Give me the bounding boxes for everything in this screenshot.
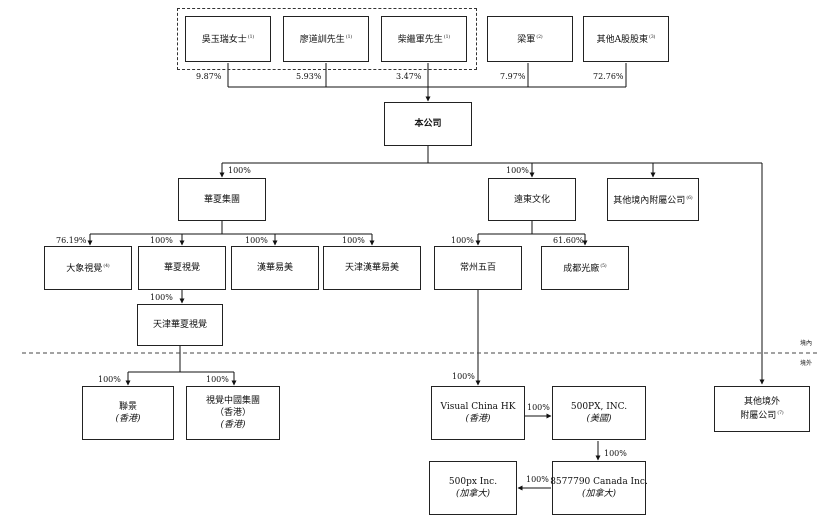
pct-wu-yurui: 9.87% <box>196 72 222 81</box>
shareholder-liang-jun: 梁軍(2) <box>487 16 573 62</box>
shareholder-liao-daoxun: 廖道訓先生(1) <box>283 16 369 62</box>
pct-vc-hk: 100% <box>452 372 475 381</box>
changzhou-wubai-box: 常州五百 <box>434 246 522 290</box>
pct-500px-canada: 100% <box>526 475 549 484</box>
yuandong-culture-box: 遠東文化 <box>488 178 576 221</box>
pct-chengdu: 61.60% <box>553 236 584 245</box>
pct-huaxia-vision: 100% <box>150 236 173 245</box>
8577790-canada-box: 8577790 Canada Inc. (加拿大) <box>550 461 648 515</box>
pct-hanhua: 100% <box>245 236 268 245</box>
huaxia-group-box: 華夏集團 <box>178 178 266 221</box>
other-overseas-subsidiaries-box: 其他境外 附屬公司(7) <box>714 386 810 432</box>
daxiang-vision-box: 大象視覺(4) <box>44 246 132 290</box>
tianjin-huaxia-vision-box: 天津華夏視覺 <box>137 304 223 346</box>
chengdu-guangchang-box: 成都光廠(5) <box>541 246 629 290</box>
pct-lianjing: 100% <box>98 375 121 384</box>
zone-label-overseas: 境外 <box>800 360 813 367</box>
500px-canada-box: 500px Inc. (加拿大) <box>429 461 517 515</box>
pct-vcg-china: 100% <box>206 375 229 384</box>
lianjing-hk-box: 聯景 (香港) <box>82 386 174 440</box>
visual-china-hk-box: Visual China HK (香港) <box>431 386 525 440</box>
other-domestic-subsidiaries-box: 其他境內附屬公司(6) <box>607 178 699 221</box>
pct-changzhou: 100% <box>451 236 474 245</box>
zone-label-domestic: 境內 <box>800 340 813 347</box>
pct-liang-jun: 7.97% <box>500 72 526 81</box>
pct-liao-daoxun: 5.93% <box>296 72 322 81</box>
pct-other-a-shares: 72.76% <box>593 72 624 81</box>
vcg-china-hk-box: 視覺中國集團 （香港） (香港) <box>186 386 280 440</box>
pct-500px-inc: 100% <box>527 403 550 412</box>
company-box: 本公司 <box>384 102 472 146</box>
huaxia-vision-box: 華夏視覺 <box>138 246 226 290</box>
pct-chai-jijun: 3.47% <box>396 72 422 81</box>
tianjin-hanhua-yimei-box: 天津漢華易美 <box>323 246 421 290</box>
shareholder-chai-jijun: 柴繼軍先生(1) <box>381 16 467 62</box>
hanhua-yimei-box: 漢華易美 <box>231 246 319 290</box>
concert-party-group <box>177 8 477 70</box>
pct-tianjin-hanhua: 100% <box>342 236 365 245</box>
shareholder-other-a-shares: 其他A股股東(3) <box>583 16 669 62</box>
pct-8577790-canada: 100% <box>604 449 627 458</box>
pct-huaxia-group: 100% <box>228 166 251 175</box>
500px-inc-us-box: 500PX, INC. (美國) <box>552 386 646 440</box>
pct-tianjin-huaxia: 100% <box>150 293 173 302</box>
pct-daxiang: 76.19% <box>56 236 87 245</box>
pct-yuandong: 100% <box>506 166 529 175</box>
shareholder-wu-yurui: 吳玉瑞女士(1) <box>185 16 271 62</box>
